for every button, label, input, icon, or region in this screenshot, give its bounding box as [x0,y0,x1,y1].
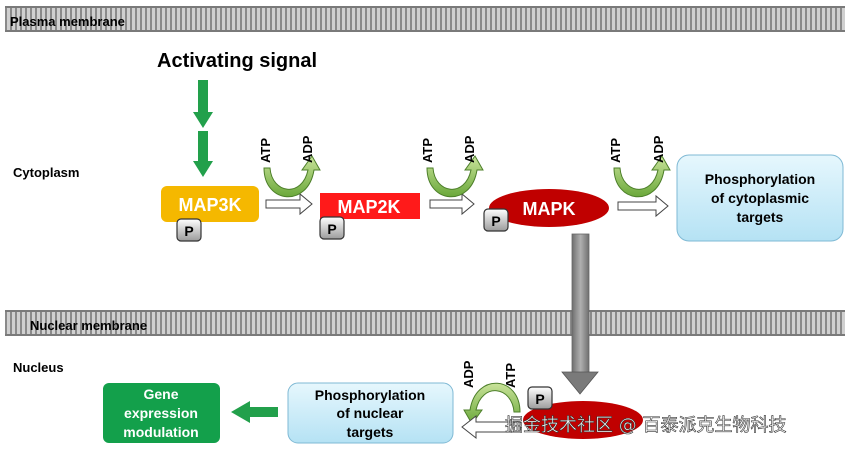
nuclear-mapk-phospho-label: P [535,391,544,407]
map2k-box [320,193,420,219]
plasma-membrane-bottom-line [5,30,845,32]
atp-label-nucleus: ATP [503,363,518,388]
signal-arrow-1 [193,80,213,128]
nuclear-membrane-bottom-line [5,334,845,336]
nucleus-label: Nucleus [13,360,64,375]
gene-expression-line-2: expression [124,405,198,421]
nuclear-membrane-top-line [5,310,845,312]
map2k-phospho: P [319,216,345,240]
plasma-membrane-band [5,8,845,30]
cytoplasmic-targets-line-2: of cytoplasmic [711,190,809,206]
nuclear-targets-line-2: of nuclear [337,405,404,421]
plasma-membrane-top-line [5,6,845,8]
mapk-translocation-arrow [561,233,599,395]
nuclear-membrane-label: Nuclear membrane [30,318,147,333]
nuclear-targets-line-1: Phosphorylation [315,387,425,403]
map2k-phospho-label: P [327,221,336,237]
plasma-membrane-label: Plasma membrane [10,14,125,29]
atp-label-3: ATP [608,138,623,163]
open-arrow-mapk-to-nuclear-targets [461,414,521,440]
nuclear-membrane [5,310,845,336]
map3k-phospho-badge [176,218,202,242]
mapk-ellipse [489,189,609,227]
cytoplasmic-targets-line-3: targets [737,209,784,225]
atp-label-2: ATP [420,138,435,163]
gene-expression-arrow [231,401,278,423]
adp-label-1: ADP [300,135,315,163]
nuclear-mapk-phospho: P [527,386,553,410]
map2k-phospho-badge [319,216,345,240]
mapk-phospho-badge [483,208,509,232]
map2k-label: MAP2K [337,197,400,217]
adp-label-2: ADP [462,135,477,163]
cytoplasmic-targets-line-1: Phosphorylation [705,171,815,187]
nuclear-membrane-band [5,312,845,334]
cytoplasm-label: Cytoplasm [13,165,79,180]
nuclear-targets-box [287,382,454,444]
signal-arrow-2 [193,131,213,177]
mapk-label: MAPK [523,199,576,219]
open-arrow-map3k-to-map2k [265,192,313,216]
nuclear-targets-line-3: targets [347,424,394,440]
adp-label-nucleus: ADP [461,360,476,388]
map3k-label: MAP3K [178,195,241,215]
map3k-phospho-label: P [184,223,193,239]
watermark: 掘金技术社区 @ 百泰派克生物科技 [505,415,786,436]
nuclear-mapk-phospho-badge [527,386,553,410]
gene-expression-line-3: modulation [123,424,198,440]
cytoplasmic-targets-box [676,154,844,242]
mapk-phospho: P [483,208,509,232]
gene-expression-line-1: Gene [143,386,178,402]
map3k-box [161,186,259,222]
open-arrow-mapk-to-cyto-targets [617,194,669,218]
nuclear-mapk-ellipse [523,401,643,439]
mapk-phospho-label: P [491,213,500,229]
gene-expression-box [103,383,220,443]
atp-label-1: ATP [258,138,273,163]
plasma-membrane [5,6,845,32]
open-arrow-map2k-to-mapk [429,192,475,216]
activating-signal-label: Activating signal [157,50,317,72]
map3k-phospho: P [176,218,202,242]
adp-label-3: ADP [651,135,666,163]
